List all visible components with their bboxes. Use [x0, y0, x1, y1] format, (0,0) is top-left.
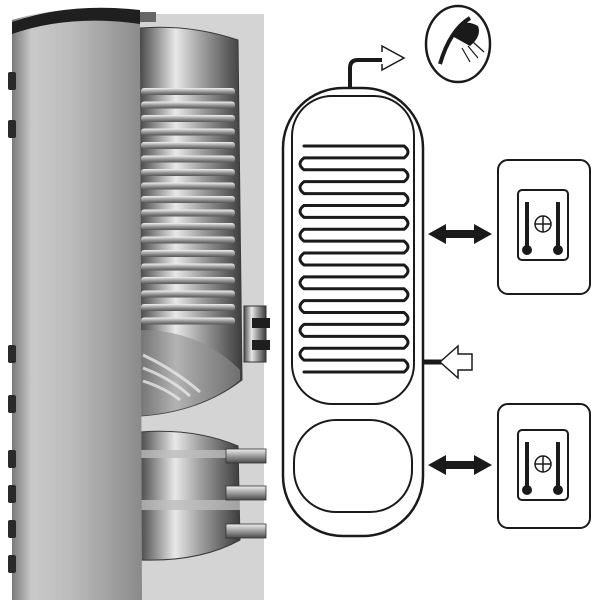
photo-coil-ring [141, 182, 235, 190]
photo-coil-ring [141, 263, 235, 271]
photo-coil-ring [141, 236, 235, 244]
lower-vessel-band-1 [140, 450, 240, 458]
tank-illustration [8, 7, 270, 600]
top-fitting [140, 12, 156, 22]
photo-coil-ring [141, 250, 235, 257]
lower-pipe-connections [225, 448, 267, 539]
bidirectional-arrow-icon [428, 224, 492, 244]
outlet-arrow-icon [381, 44, 406, 72]
heat-exchanger-thermometer-icon [497, 159, 591, 295]
photo-coil-rings [141, 88, 235, 325]
photo-coil-ring [141, 155, 235, 163]
photo-coil-ring [141, 223, 235, 230]
heat-exchanger-thermometer-icon [497, 403, 591, 529]
lower-vessel [139, 430, 241, 561]
photo-coil-ring [141, 317, 235, 325]
schematic-lower-chamber [293, 419, 413, 513]
schematic-upper-chamber [291, 95, 415, 405]
photo-coil-ring [141, 101, 235, 109]
bidirectional-arrow-icon [428, 455, 492, 475]
photo-coil-ring [141, 277, 235, 284]
upper-vessel-lower-cap [140, 330, 240, 416]
shower-head-icon [424, 4, 492, 84]
photo-coil-ring [141, 304, 235, 311]
photo-coil-ring [141, 142, 235, 149]
schematic-heating-coil [298, 144, 410, 374]
inlet-arrow-icon [438, 344, 473, 380]
photo-coil-ring [141, 290, 235, 298]
jacket-plugs [8, 72, 16, 573]
tank-schematic [281, 44, 492, 538]
lower-vessel-band-2 [140, 500, 240, 510]
insulation-jacket [12, 9, 142, 600]
twisted-element [142, 353, 201, 402]
photo-coil-ring [141, 209, 235, 217]
photo-coil-ring [141, 196, 235, 203]
side-flange [243, 305, 270, 363]
photo-coil-ring [141, 115, 235, 122]
outlet-pipe [348, 58, 382, 88]
photo-coil-ring [141, 169, 235, 176]
photo-coil-ring [141, 88, 235, 95]
jacket-top-band [12, 7, 140, 34]
photo-coil-ring [141, 128, 235, 136]
